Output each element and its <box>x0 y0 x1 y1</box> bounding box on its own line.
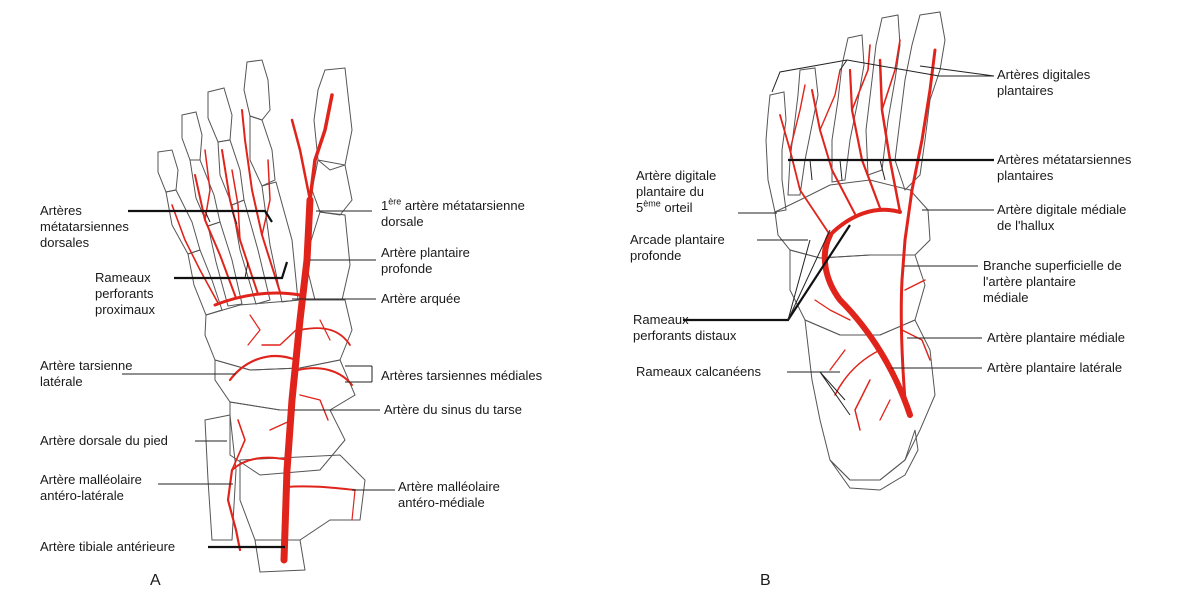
panel-letter-a: A <box>150 572 161 590</box>
label-line: Branche superficielle de <box>983 258 1122 274</box>
label-line: proximaux <box>95 302 155 318</box>
label-line: profonde <box>630 248 725 264</box>
label-line: Rameaux <box>95 270 155 286</box>
label-line: Artère plantaire <box>381 245 470 261</box>
label-rameaux-perforants-distaux: Rameaux perforants distaux <box>633 312 736 344</box>
label-line: Rameaux <box>633 312 736 328</box>
label-line: dorsales <box>40 235 129 251</box>
label-line: 5ème orteil <box>636 200 716 216</box>
label-line: médiale <box>983 290 1122 306</box>
label-artere-dorsale-du-pied: Artère dorsale du pied <box>40 433 168 449</box>
label-line: Artère malléolaire <box>398 479 500 495</box>
label-artere-digitale-mediale-hallux: Artère digitale médiale de l'hallux <box>997 202 1126 234</box>
label-branche-superficielle-artere-plantaire-mediale: Branche superficielle de l'artère planta… <box>983 258 1122 306</box>
label-line: plantaire du <box>636 184 716 200</box>
label-artere-plantaire-profonde: Artère plantaire profonde <box>381 245 470 277</box>
label-arteres-metatarsiennes-plantaires: Artères métatarsiennes plantaires <box>997 152 1131 184</box>
label-artere-malleolaire-antero-mediale: Artère malléolaire antéro-médiale <box>398 479 500 511</box>
panel-b-leader-lines <box>683 60 994 415</box>
panel-b-foot-drawing <box>766 12 945 490</box>
label-artere-plantaire-laterale: Artère plantaire latérale <box>987 360 1122 376</box>
label-line: Artère malléolaire <box>40 472 142 488</box>
label-artere-plantaire-mediale: Artère plantaire médiale <box>987 330 1125 346</box>
label-line: Artère tarsienne <box>40 358 133 374</box>
label-line: antéro-médiale <box>398 495 500 511</box>
label-arteres-tarsiennes-mediales: Artères tarsiennes médiales <box>381 368 542 384</box>
label-artere-digitale-plantaire-5eme-orteil: Artère digitale plantaire du 5ème orteil <box>636 168 716 216</box>
label-premiere-artere-metatarsienne-dorsale: 1ère artère métatarsienne dorsale <box>381 198 525 230</box>
label-line: plantaires <box>997 168 1131 184</box>
label-artere-malleolaire-antero-laterale: Artère malléolaire antéro-latérale <box>40 472 142 504</box>
label-line: Artères métatarsiennes <box>997 152 1131 168</box>
panel-a-bones <box>158 60 365 572</box>
panel-a-foot-drawing <box>158 60 365 572</box>
label-line: Artères <box>40 203 129 219</box>
label-line: Artère digitale médiale <box>997 202 1126 218</box>
label-line: plantaires <box>997 83 1090 99</box>
panel-letter-b: B <box>760 572 771 590</box>
label-rameaux-perforants-proximaux: Rameaux perforants proximaux <box>95 270 155 318</box>
label-arteres-metatarsiennes-dorsales: Artères métatarsiennes dorsales <box>40 203 129 251</box>
label-line: profonde <box>381 261 470 277</box>
label-line: perforants <box>95 286 155 302</box>
label-artere-arquee: Artère arquée <box>381 291 461 307</box>
panel-b-bones <box>766 12 945 490</box>
label-line: dorsale <box>381 214 525 230</box>
label-line: Artères digitales <box>997 67 1090 83</box>
label-arteres-digitales-plantaires: Artères digitales plantaires <box>997 67 1090 99</box>
label-arcade-plantaire-profonde: Arcade plantaire profonde <box>630 232 725 264</box>
label-artere-tibiale-anterieure: Artère tibiale antérieure <box>40 539 175 555</box>
label-line: latérale <box>40 374 133 390</box>
label-line: Arcade plantaire <box>630 232 725 248</box>
label-line: Artère digitale <box>636 168 716 184</box>
label-rameaux-calcaneens: Rameaux calcanéens <box>636 364 761 380</box>
label-artere-du-sinus-du-tarse: Artère du sinus du tarse <box>384 402 522 418</box>
label-line: antéro-latérale <box>40 488 142 504</box>
label-artere-tarsienne-laterale: Artère tarsienne latérale <box>40 358 133 390</box>
label-line: perforants distaux <box>633 328 736 344</box>
label-line: de l'hallux <box>997 218 1126 234</box>
label-line: métatarsiennes <box>40 219 129 235</box>
label-line: 1ère artère métatarsienne <box>381 198 525 214</box>
label-line: l'artère plantaire <box>983 274 1122 290</box>
panel-a-arteries <box>172 95 355 560</box>
